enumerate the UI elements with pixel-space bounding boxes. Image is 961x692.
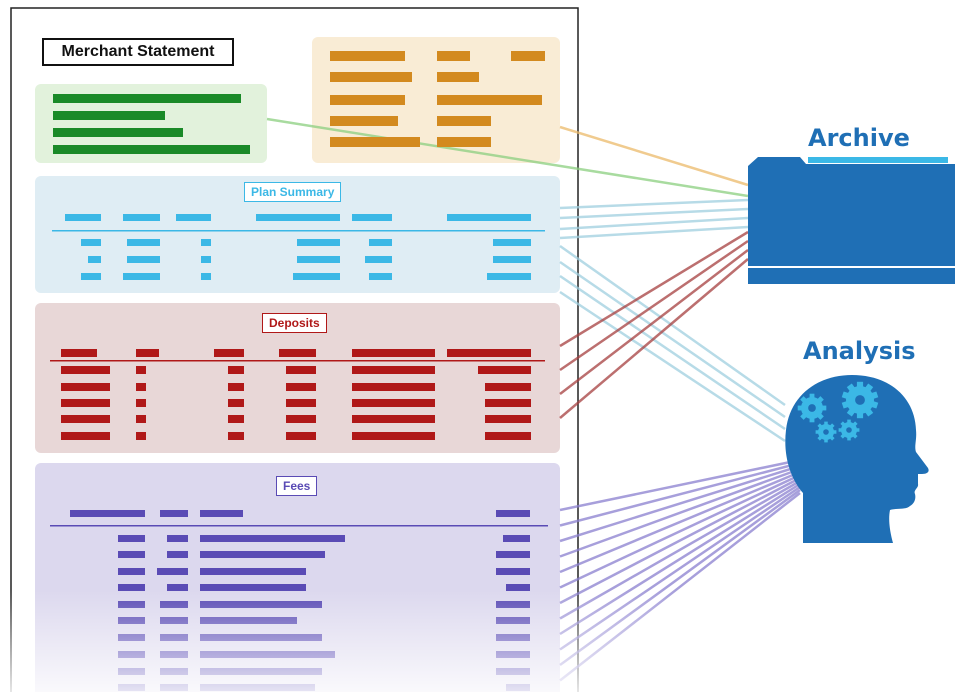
deposits-to-archive-line	[559, 230, 749, 348]
plan-to-analysis-line	[559, 274, 786, 431]
merchant-info-panel	[35, 84, 267, 163]
merchant-to-archive-line	[266, 117, 749, 198]
plan-summary-heading: Plan Summary	[244, 182, 342, 202]
plan-to-analysis-line	[559, 244, 786, 407]
page-title: Merchant Statement	[42, 38, 234, 66]
folder-icon	[748, 157, 955, 284]
deposits-to-archive-line	[559, 249, 749, 395]
gear-icon	[838, 419, 860, 441]
plan-summary-panel	[35, 176, 560, 293]
fees-to-analysis-line	[559, 458, 801, 512]
account-info-bars	[330, 51, 545, 147]
plan-to-archive-line	[559, 198, 749, 210]
analysis-label: Analysis	[803, 337, 916, 365]
deposits-to-archive-line	[559, 258, 749, 419]
account-info-panel	[312, 37, 560, 163]
archive-label: Archive	[808, 124, 910, 152]
plan-to-analysis-line	[559, 290, 786, 443]
fees-to-analysis-line	[559, 470, 801, 574]
fees-to-analysis-line	[559, 485, 801, 651]
gear-icon	[815, 421, 837, 443]
fees-heading: Fees	[276, 476, 318, 496]
plan-to-archive-line	[559, 225, 749, 240]
plan-to-archive-line	[559, 216, 749, 231]
fees-to-analysis-line	[559, 467, 801, 558]
account-to-archive-line	[559, 125, 749, 187]
fees-to-analysis-line	[559, 473, 801, 589]
merchant-info-bars	[53, 94, 250, 154]
plan-to-analysis-line	[559, 260, 786, 419]
fees-to-analysis-line	[559, 482, 801, 636]
head-gears-icon	[785, 375, 929, 543]
gear-icon	[797, 393, 827, 423]
connector-lines	[266, 117, 801, 682]
fees-to-analysis-line	[559, 461, 801, 527]
fees-to-analysis-line	[559, 476, 801, 605]
deposits-to-archive-line	[559, 239, 749, 372]
deposits-heading: Deposits	[262, 313, 327, 333]
gear-icon	[841, 381, 879, 419]
deposits-table	[50, 349, 545, 440]
plan-summary-table	[52, 214, 545, 280]
plan-to-archive-line	[559, 207, 749, 220]
fees-to-analysis-line	[559, 464, 801, 543]
